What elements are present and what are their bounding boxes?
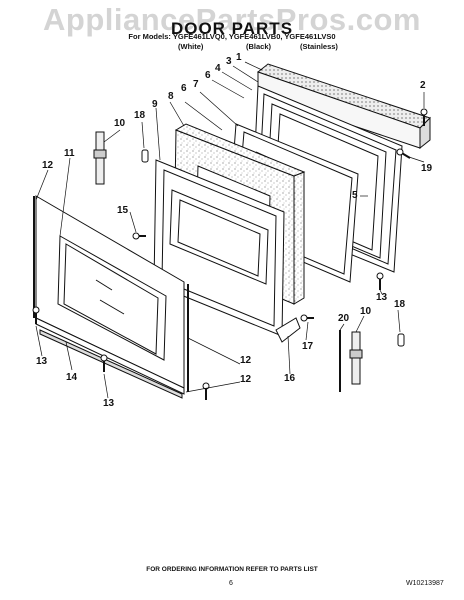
screw-2 bbox=[420, 108, 428, 126]
callout-16: 16 bbox=[284, 373, 296, 384]
callout-11: 11 bbox=[64, 148, 75, 159]
callout-20: 20 bbox=[338, 313, 350, 324]
callout-6-top: 6 bbox=[205, 70, 211, 81]
watermark: AppliancePartsPros.com bbox=[43, 2, 421, 37]
inner-door-frame bbox=[153, 159, 285, 337]
callout-3: 3 bbox=[226, 56, 232, 67]
variant-black: (Black) bbox=[246, 42, 272, 51]
callout-9: 9 bbox=[152, 99, 158, 110]
callout-13-bottom: 13 bbox=[103, 398, 115, 409]
door-bumper-left bbox=[141, 149, 149, 163]
callout-12-right: 12 bbox=[240, 355, 252, 366]
left-hinge bbox=[93, 131, 107, 185]
door-bumper-right bbox=[397, 333, 405, 347]
callout-6: 6 bbox=[181, 83, 187, 94]
page-number: 6 bbox=[229, 580, 233, 587]
outer-door-panel bbox=[35, 195, 185, 395]
callout-12-left: 12 bbox=[42, 160, 54, 171]
model-list: For Models: YGFE461LVQ0, YGFE461LVB0, YG… bbox=[128, 32, 336, 41]
door-bracket bbox=[275, 317, 301, 343]
page-title: DOOR PARTS bbox=[170, 19, 294, 38]
callout-13-left: 13 bbox=[36, 356, 48, 367]
callout-8: 8 bbox=[168, 91, 174, 102]
screw-13-bottom-b bbox=[202, 382, 210, 400]
variant-white: (White) bbox=[178, 42, 204, 51]
document-number: W10213987 bbox=[406, 580, 444, 587]
callout-4: 4 bbox=[215, 63, 221, 74]
right-hinge bbox=[349, 331, 363, 385]
screw-13-bottom-a bbox=[100, 354, 108, 372]
variant-stainless: (Stainless) bbox=[300, 42, 338, 51]
callout-10-left: 10 bbox=[114, 118, 126, 129]
callout-2: 2 bbox=[420, 80, 426, 91]
callout-1: 1 bbox=[236, 52, 242, 63]
callout-7: 7 bbox=[193, 79, 199, 90]
callout-14: 14 bbox=[66, 372, 78, 383]
screw-13-right bbox=[376, 272, 384, 290]
screw-17 bbox=[300, 314, 314, 322]
ordering-note: FOR ORDERING INFORMATION REFER TO PARTS … bbox=[146, 566, 318, 573]
callout-10-right: 10 bbox=[360, 306, 372, 317]
callout-18-left: 18 bbox=[134, 110, 146, 121]
callout-19: 19 bbox=[421, 163, 433, 174]
callout-13-right: 13 bbox=[376, 292, 388, 303]
callout-15: 15 bbox=[117, 205, 129, 216]
callout-17: 17 bbox=[302, 341, 314, 352]
callout-5: 5 bbox=[352, 190, 358, 201]
callout-18-right: 18 bbox=[394, 299, 406, 310]
callout-12-bottom: 12 bbox=[240, 374, 252, 385]
screw-15 bbox=[132, 232, 146, 240]
screw-13-left bbox=[32, 306, 40, 324]
